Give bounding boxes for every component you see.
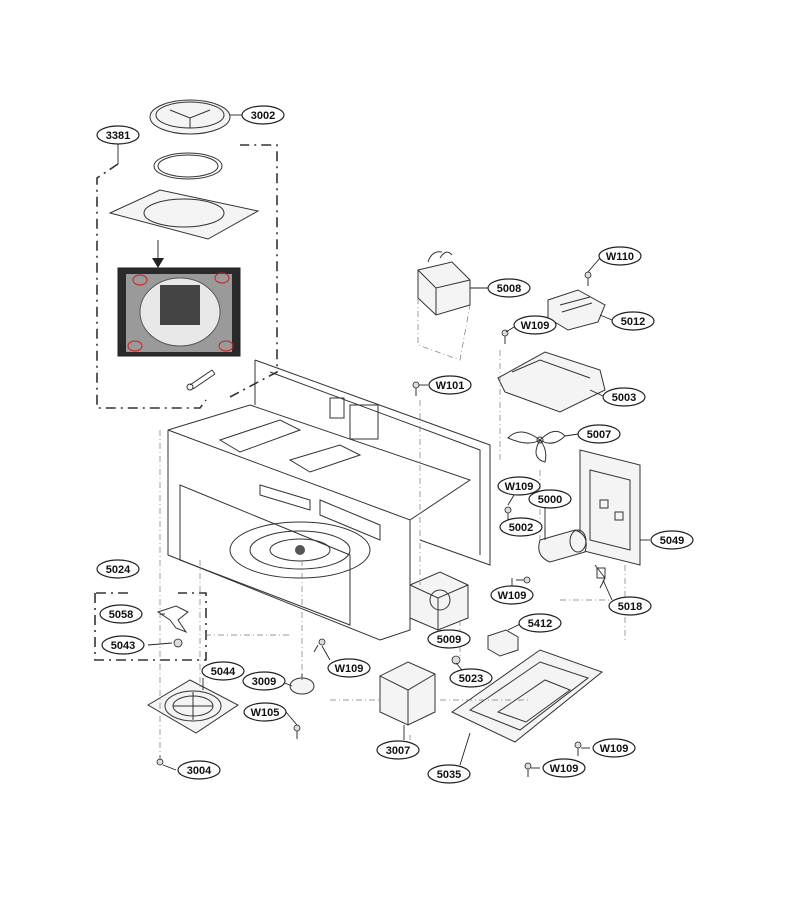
svg-text:W109: W109 bbox=[550, 763, 579, 775]
magnetron bbox=[409, 571, 469, 631]
svg-text:5049: 5049 bbox=[660, 535, 684, 547]
svg-text:5018: 5018 bbox=[618, 601, 642, 613]
label-w109-b: W109 bbox=[497, 476, 541, 496]
svg-text:5043: 5043 bbox=[111, 640, 135, 652]
svg-text:5023: 5023 bbox=[459, 673, 483, 685]
tray-plate bbox=[108, 189, 260, 240]
duct bbox=[379, 661, 436, 726]
label-w109-f: W109 bbox=[542, 758, 586, 778]
svg-text:W105: W105 bbox=[251, 707, 280, 719]
air-guide-panel bbox=[579, 449, 641, 566]
svg-text:5003: 5003 bbox=[612, 392, 636, 404]
screw-w109-f bbox=[524, 762, 532, 777]
label-5008: 5008 bbox=[487, 278, 531, 298]
transformer bbox=[417, 251, 471, 316]
label-5044: 5044 bbox=[201, 661, 245, 681]
label-w101: W101 bbox=[428, 375, 472, 395]
group-3381-outline bbox=[96, 144, 278, 409]
svg-text:W109: W109 bbox=[521, 320, 550, 332]
screw-w101 bbox=[412, 381, 420, 396]
label-5007: 5007 bbox=[577, 424, 621, 444]
label-5002: 5002 bbox=[499, 517, 543, 537]
sensor-bracket bbox=[487, 629, 519, 657]
thermostat bbox=[451, 655, 461, 665]
screw-w110 bbox=[584, 271, 592, 286]
label-5003: 5003 bbox=[602, 387, 646, 407]
label-3007: 3007 bbox=[376, 740, 420, 760]
capacitor bbox=[538, 529, 587, 563]
svg-text:W101: W101 bbox=[436, 380, 465, 392]
svg-text:3007: 3007 bbox=[386, 745, 410, 757]
svg-text:3381: 3381 bbox=[106, 130, 130, 142]
label-5058: 5058 bbox=[99, 604, 143, 624]
label-5018: 5018 bbox=[608, 596, 652, 616]
label-5023: 5023 bbox=[449, 668, 493, 688]
label-5012: 5012 bbox=[611, 311, 655, 331]
label-3381: 3381 bbox=[96, 125, 140, 145]
label-w109-a: W109 bbox=[513, 315, 557, 335]
oven-cavity bbox=[167, 404, 472, 641]
label-w109-e: W109 bbox=[592, 738, 636, 758]
label-5412: 5412 bbox=[518, 613, 562, 633]
arrow-down-icon bbox=[152, 240, 164, 268]
label-5043: 5043 bbox=[101, 635, 145, 655]
svg-text:5035: 5035 bbox=[437, 769, 461, 781]
glass-tray bbox=[149, 99, 231, 135]
svg-text:5058: 5058 bbox=[109, 609, 133, 621]
label-w105: W105 bbox=[243, 702, 287, 722]
svg-text:W109: W109 bbox=[335, 663, 364, 675]
screw-w109-a bbox=[501, 329, 509, 344]
svg-text:W110: W110 bbox=[606, 251, 634, 263]
leader-lines bbox=[117, 114, 650, 771]
diode bbox=[594, 564, 606, 589]
svg-text:3009: 3009 bbox=[252, 676, 276, 688]
svg-text:W109: W109 bbox=[600, 743, 629, 755]
svg-text:5012: 5012 bbox=[621, 316, 645, 328]
label-5035: 5035 bbox=[427, 764, 471, 784]
label-w109-c: W109 bbox=[490, 585, 534, 605]
svg-text:5007: 5007 bbox=[587, 429, 611, 441]
label-3009: 3009 bbox=[242, 671, 286, 691]
screw-w105 bbox=[293, 724, 301, 739]
svg-text:5000: 5000 bbox=[538, 494, 562, 506]
stirrer-blade bbox=[156, 605, 189, 634]
svg-text:5008: 5008 bbox=[497, 283, 521, 295]
label-3002: 3002 bbox=[241, 105, 285, 125]
svg-text:3002: 3002 bbox=[251, 110, 275, 122]
svg-text:5044: 5044 bbox=[211, 666, 236, 678]
label-5009: 5009 bbox=[427, 629, 471, 649]
svg-text:W109: W109 bbox=[498, 590, 527, 602]
base-plate bbox=[451, 649, 604, 743]
svg-text:5024: 5024 bbox=[106, 564, 131, 576]
label-5024: 5024 bbox=[96, 559, 140, 579]
screw-w109-c bbox=[516, 576, 531, 584]
label-5000: 5000 bbox=[528, 489, 572, 509]
roller-ring bbox=[153, 152, 223, 180]
screw-w109-e bbox=[574, 741, 582, 756]
group-5024-outline bbox=[94, 592, 207, 661]
label-3004: 3004 bbox=[177, 760, 221, 780]
svg-text:5002: 5002 bbox=[509, 522, 533, 534]
svg-text:5412: 5412 bbox=[528, 618, 552, 630]
fan-blade bbox=[507, 430, 566, 463]
label-5049: 5049 bbox=[650, 530, 694, 550]
label-w110: W110 bbox=[598, 246, 642, 266]
fan-motor bbox=[547, 289, 606, 331]
motor-bracket bbox=[497, 351, 606, 413]
svg-text:3004: 3004 bbox=[187, 765, 212, 777]
cavity-photo bbox=[117, 267, 241, 357]
screw-w109-d bbox=[313, 638, 326, 653]
svg-text:W109: W109 bbox=[505, 481, 534, 493]
stirrer-pin bbox=[173, 638, 183, 648]
roller-shaft bbox=[186, 369, 216, 391]
svg-text:5009: 5009 bbox=[437, 634, 461, 646]
label-w109-d: W109 bbox=[327, 658, 371, 678]
back-panel bbox=[254, 359, 491, 566]
turntable-cover bbox=[147, 679, 239, 734]
